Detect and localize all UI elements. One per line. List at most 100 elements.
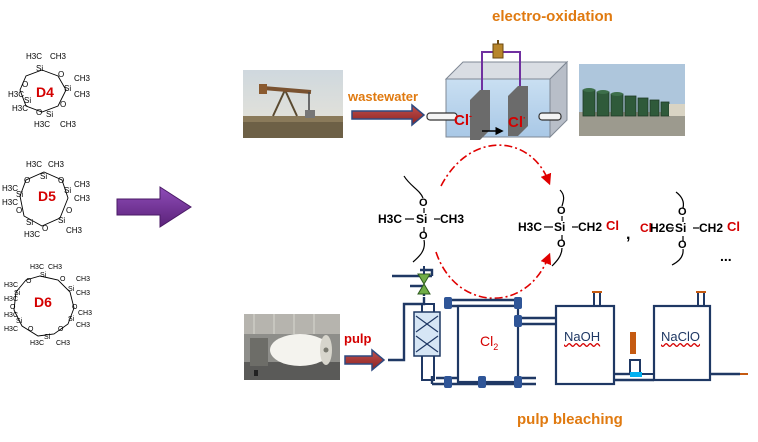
d6-o-5: O (10, 304, 16, 311)
d4-h3c-bottom: H3C (34, 120, 51, 129)
d4-o-2: O (60, 100, 67, 109)
d6-ch3-bottom: CH3 (56, 340, 71, 347)
s2-ch2: CH2 (578, 220, 603, 234)
s3-h2c: H2C (650, 221, 675, 235)
naclo-tank (652, 304, 712, 382)
pulp-bleaching-title: pulp bleaching (517, 411, 623, 428)
oil-pumpjack-photo-icon (243, 70, 343, 138)
d4-ch3-r1: CH3 (74, 74, 91, 83)
d6-si-bottom: Si (44, 334, 51, 341)
d4-o-3: O (36, 108, 43, 117)
s3-o-bottom: O (678, 239, 687, 251)
big-purple-arrow (116, 186, 192, 228)
s2-h3c: H3C (518, 220, 543, 234)
treatment-plant-photo-icon (579, 64, 685, 136)
d5-h3c-bl: H3C (24, 230, 41, 239)
d4-o-4: O (22, 80, 29, 89)
d6-h3c-l3: H3C (4, 312, 19, 319)
d6-h3c-top: H3C (30, 264, 45, 271)
bleaching-plant (388, 266, 748, 388)
d5-o-5: O (24, 176, 31, 185)
d5-h3c-l1: H3C (2, 184, 19, 193)
s2-o-top: O (557, 205, 566, 217)
electro-oxidation-title: electro-oxidation (492, 8, 613, 25)
s3-cl-left: Cl (640, 221, 652, 235)
structure-1-bonds (403, 175, 440, 263)
d4-si-top: Si (36, 64, 44, 73)
d6-ch3-r3: CH3 (78, 310, 93, 317)
d6-si-l1: Si (14, 290, 21, 297)
d5-o-1: O (58, 176, 65, 185)
d5-si-left: Si (16, 190, 24, 199)
d6-si-r1: Si (68, 286, 75, 293)
d6-o-4: O (28, 326, 34, 333)
d5-o-3: O (42, 224, 49, 233)
d5-h3c-top: H3C (26, 160, 43, 169)
d5-ch3-top: CH3 (48, 160, 65, 169)
d5-ch3-br: CH3 (66, 226, 83, 235)
cl2-label: Cl2 (480, 333, 499, 352)
naoh-tank (554, 304, 616, 386)
ellipsis: ... (720, 248, 732, 264)
d6-o-3: O (58, 326, 64, 333)
d5-ch3-r1: CH3 (74, 180, 91, 189)
d6-o-1: O (60, 276, 66, 283)
d6-ch3-r2: CH3 (76, 290, 91, 297)
d6-si-l2: Si (16, 318, 23, 325)
wastewater-label: wastewater (348, 89, 419, 104)
d5-o-4: O (16, 206, 23, 215)
d6-ch3-r4: CH3 (76, 322, 91, 329)
d6-h3c-l2: H3C (4, 296, 19, 303)
structure-3-bonds (666, 191, 699, 266)
d5-si-right: Si (64, 186, 72, 195)
cl-left-label: Cl- (454, 111, 472, 129)
d5-o-2: O (66, 206, 73, 215)
s1-h3c: H3C (378, 212, 403, 226)
s1-o-bottom: O (419, 230, 428, 242)
d6-h3c-bottom: H3C (30, 340, 45, 347)
s1-si: Si (416, 212, 428, 226)
cycle-bottom-arrow (435, 251, 552, 299)
structure-2-bonds (544, 189, 578, 267)
d6-o-2: O (72, 304, 78, 311)
wastewater-arrow (351, 103, 426, 127)
d4-ch3-top: CH3 (50, 52, 67, 61)
d5-ch3-r2: CH3 (74, 194, 91, 203)
d6-si-r2: Si (68, 316, 75, 323)
d5-si-bl: Si (26, 218, 34, 227)
d5-label: D5 (38, 188, 56, 204)
d4-si-bottom: Si (46, 110, 54, 119)
d4-o-1: O (58, 70, 65, 79)
s2-si: Si (554, 220, 566, 234)
d4-h3c-l1: H3C (8, 90, 25, 99)
d6-ch3-top: CH3 (48, 264, 63, 271)
s3-o-top: O (678, 206, 687, 218)
s3-cl-right: Cl (727, 219, 740, 234)
cycle-top-arrow (440, 144, 552, 187)
d4-si-left: Si (24, 96, 32, 105)
cl-right-label: Cl· (508, 113, 526, 131)
d4-h3c-l2: H3C (12, 104, 29, 113)
s3-si: Si (675, 221, 687, 235)
d6-h3c-l1: H3C (4, 282, 19, 289)
d4-si-right: Si (64, 84, 72, 93)
cl2-tank (456, 304, 520, 384)
paper-mill-photo-icon (244, 314, 340, 380)
d4-h3c-top: H3C (26, 52, 43, 61)
d6-label: D6 (34, 294, 52, 310)
d5-si-br: Si (58, 216, 66, 225)
d4-ch3-r2: CH3 (74, 90, 91, 99)
s2-cl: Cl (606, 218, 619, 233)
d6-o-6: O (26, 278, 32, 285)
s1-o-top: O (419, 197, 428, 209)
siloxane-ring-bonds (13, 69, 75, 337)
d6-si-top: Si (40, 272, 47, 279)
comma: , (626, 226, 631, 243)
s2-o-bottom: O (557, 238, 566, 250)
electrolysis-tank (426, 40, 569, 140)
d5-si-top: Si (40, 172, 48, 181)
d5-h3c-l2: H3C (2, 198, 19, 207)
s3-ch2: CH2 (699, 221, 724, 235)
